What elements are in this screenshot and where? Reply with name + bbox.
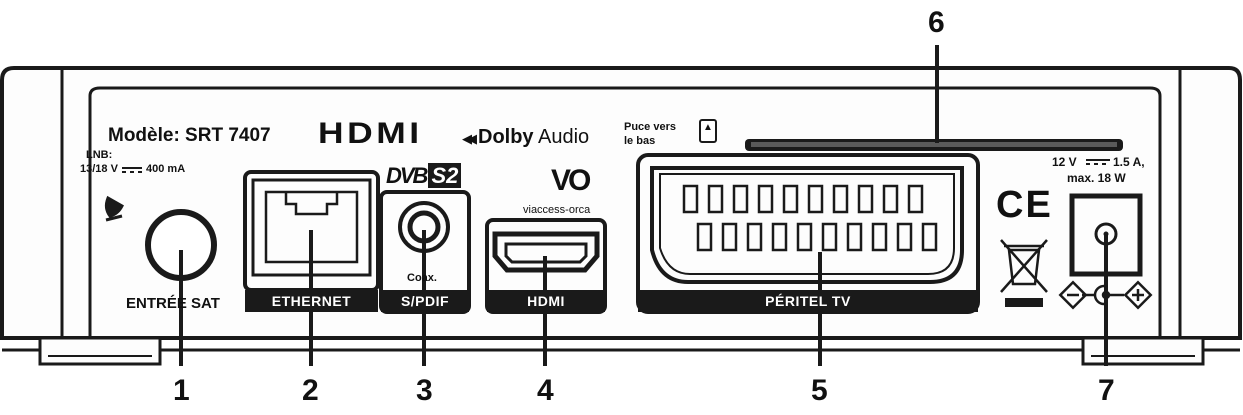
hdmi-port-label: HDMI [487,290,605,312]
scart-pin [882,184,899,214]
callout-5: 5 [811,374,828,407]
satellite-dish-icon [104,195,124,222]
scart-pin [796,222,813,252]
scart-pin [682,184,699,214]
sat-port-label: ENTRÉE SAT [126,295,220,312]
scart-pin [871,222,888,252]
dolby-suffix: Audio [538,126,590,148]
scart-pin [721,222,738,252]
hdmi-logo: HDMI [318,117,423,150]
model-label: Modèle: SRT 7407 [108,125,271,146]
scart-pin [821,222,838,252]
polarity-symbol [1058,280,1153,310]
scart-pin [921,222,938,252]
scart-pin [696,222,713,252]
scart-pin [746,222,763,252]
power-current: 1.5 A, [1113,155,1145,169]
lnb-voltage: 13/18 V [80,163,118,175]
scart-pin [782,184,799,214]
viaccess-vo-logo: VO [551,164,591,197]
scart-pin [846,222,863,252]
chip-hint-line1: Puce vers [624,121,676,133]
sat-input-port [104,195,217,281]
scart-pin [832,184,849,214]
callout-6: 6 [928,6,945,39]
up-arrow-icon: ▲ [703,122,713,133]
power-voltage: 12 V [1052,155,1077,169]
scart-pin [857,184,874,214]
coax-label: Coax. [407,272,437,284]
dolby-double-d-icon: ◀◀ [462,131,477,146]
spdif-port-label: S/PDIF [381,290,469,312]
scart-pin [757,184,774,214]
ce-mark: CE [996,184,1053,226]
chip-arrow-box [699,119,717,143]
peritel-port-label: PÉRITEL TV [638,290,978,312]
callout-1: 1 [173,374,190,407]
weee-bin-icon [1000,239,1048,307]
scart-pin [896,222,913,252]
callout-7: 7 [1098,374,1115,407]
smart-card-slot [745,139,1123,151]
dvb-text: DVB [386,163,428,188]
chip-hint-line2: le bas [624,135,656,147]
lnb-label: LNB: [86,149,113,161]
device-base [2,336,1240,366]
callout-4: 4 [537,374,554,407]
scart-pin [707,184,724,214]
scart-pin [771,222,788,252]
scart-pin [807,184,824,214]
callout-2: 2 [302,374,319,407]
scart-pin [732,184,749,214]
dc-symbol-lnb [122,167,142,173]
dolby-audio-logo: ◀◀Dolby Audio [462,127,589,147]
dolby-brand: Dolby [478,126,534,148]
power-max: max. 18 W [1067,171,1126,185]
scart-pin [907,184,924,214]
callout-3: 3 [416,374,433,407]
dc-symbol-power [1086,159,1110,165]
ethernet-port-label: ETHERNET [245,290,378,312]
lnb-current: 400 mA [146,163,186,175]
s2-badge: S2 [428,163,462,188]
viaccess-orca-text: viaccess-orca [523,204,591,216]
